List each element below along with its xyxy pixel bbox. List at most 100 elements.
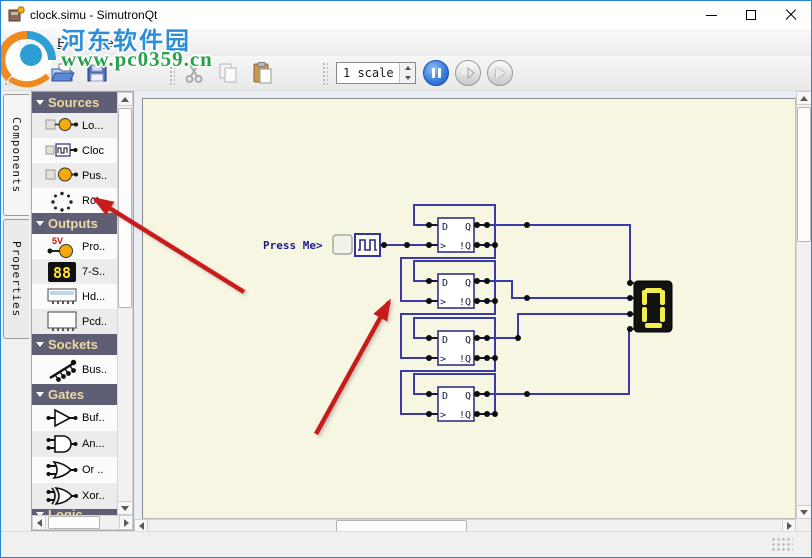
palette-item-xor[interactable]: Xor..	[32, 483, 117, 509]
collapse-triangle-icon	[36, 392, 44, 397]
palette-item-label: Pro..	[82, 240, 106, 253]
probe-icon: 5V	[44, 235, 80, 259]
tab-properties[interactable]: Properties	[3, 219, 29, 339]
scroll-left-button[interactable]	[32, 515, 46, 530]
svg-text:D: D	[442, 278, 448, 289]
svg-text:Q: Q	[465, 278, 471, 289]
scroll-down-button[interactable]	[796, 505, 811, 519]
or-gate-icon	[44, 459, 80, 481]
minimize-button[interactable]	[691, 1, 731, 29]
palette-section-gates[interactable]: Gates	[32, 384, 117, 405]
palette-item-and[interactable]: An...	[32, 431, 117, 457]
save-icon	[87, 64, 107, 82]
d-flipflop[interactable]: D > Q !Q	[426, 386, 498, 422]
palette-item-label: Cloc	[82, 144, 105, 157]
window-title: clock.simu - SimutronQt	[30, 8, 158, 22]
toolbar-drag-handle[interactable]	[168, 61, 175, 85]
toolbar-drag-handle[interactable]	[3, 61, 10, 85]
hd-display-icon	[44, 287, 80, 306]
resize-grip[interactable]	[771, 537, 793, 551]
palette-item-label: Lo...	[82, 119, 104, 132]
canvas-vertical-scrollbar[interactable]	[796, 91, 811, 519]
scale-decrement-button[interactable]	[400, 73, 415, 83]
new-file-button[interactable]	[14, 58, 44, 88]
palette-item-label: Or ..	[82, 464, 104, 476]
cut-button[interactable]	[179, 58, 209, 88]
palette-item-push-button[interactable]: Pus..	[32, 163, 117, 188]
scrollbar-thumb[interactable]	[797, 107, 811, 242]
palette-section-logic[interactable]: Logic	[32, 509, 117, 515]
section-label: Sources	[48, 95, 100, 110]
and-gate-icon	[44, 433, 80, 455]
play-icon	[495, 67, 505, 79]
close-icon	[785, 9, 797, 21]
close-button[interactable]	[771, 1, 811, 29]
scale-spinner[interactable]: 1 scale	[336, 62, 416, 84]
up-arrow-icon	[404, 66, 411, 70]
scroll-up-button[interactable]	[117, 92, 133, 106]
xor-gate-icon	[44, 485, 80, 507]
palette-horizontal-scrollbar[interactable]	[32, 515, 133, 530]
collapse-triangle-icon	[36, 100, 44, 105]
palette-item-hd-display[interactable]: Hd...	[32, 284, 117, 309]
circuit-canvas[interactable]: Press Me> D > Q	[142, 98, 796, 519]
palette-item-pcd-display[interactable]: Pcd..	[32, 309, 117, 334]
palette-item-label: Pus..	[82, 169, 108, 182]
menu-help[interactable]: Help	[98, 35, 123, 50]
collapse-triangle-icon	[36, 342, 44, 347]
scroll-right-button[interactable]	[119, 515, 133, 530]
palette-item-clock[interactable]: Cloc	[32, 138, 117, 163]
palette-vertical-scrollbar[interactable]	[117, 92, 133, 515]
svg-text:>: >	[440, 297, 446, 308]
palette-item-label: Bus..	[82, 363, 108, 376]
d-flipflop[interactable]: D > Q !Q	[426, 217, 498, 253]
open-file-button[interactable]	[48, 58, 78, 88]
palette-item-label: Buf..	[82, 412, 105, 424]
clock-component[interactable]	[354, 233, 381, 257]
section-label: Sockets	[48, 337, 98, 352]
cut-icon	[185, 64, 203, 83]
tab-components[interactable]: Components	[3, 94, 29, 216]
play-button[interactable]	[487, 60, 513, 86]
palette-item-logic-source[interactable]: Lo...	[32, 113, 117, 138]
palette-item-or[interactable]: Or ..	[32, 457, 117, 483]
step-button[interactable]	[455, 60, 481, 86]
palette-item-rotary[interactable]: Rot..	[32, 188, 117, 213]
palette-item-probe[interactable]: 5V Pro..	[32, 234, 117, 259]
scroll-left-button[interactable]	[134, 519, 148, 533]
toolbar: 1 scale	[1, 56, 811, 91]
scroll-down-button[interactable]	[117, 501, 133, 515]
toolbar-drag-handle[interactable]	[321, 61, 328, 85]
palette-item-seven-segment[interactable]: 88 7-S..	[32, 259, 117, 284]
scale-value: 1 scale	[343, 66, 394, 80]
palette-section-sources[interactable]: Sources	[32, 92, 117, 113]
paste-button[interactable]	[247, 58, 277, 88]
push-button-component[interactable]	[332, 234, 353, 255]
save-button[interactable]	[82, 58, 112, 88]
side-tab-strip: Components Properties	[1, 91, 31, 531]
maximize-button[interactable]	[731, 1, 771, 29]
palette-item-label: An...	[82, 438, 105, 450]
down-arrow-icon	[404, 76, 411, 80]
scrollbar-thumb[interactable]	[48, 516, 100, 529]
copy-button[interactable]	[213, 58, 243, 88]
pause-button[interactable]	[423, 60, 449, 86]
menu-edit[interactable]: Edit	[57, 35, 79, 50]
menu-file[interactable]: File	[18, 35, 38, 50]
palette-item-bus[interactable]: Bus..	[32, 355, 117, 384]
scroll-up-button[interactable]	[796, 91, 811, 105]
d-flipflop[interactable]: D > Q !Q	[426, 273, 498, 309]
palette-section-sockets[interactable]: Sockets	[32, 334, 117, 355]
palette-section-outputs[interactable]: Outputs	[32, 213, 117, 234]
palette-item-buffer[interactable]: Buf..	[32, 405, 117, 431]
collapse-triangle-icon	[36, 221, 44, 226]
scale-increment-button[interactable]	[400, 63, 415, 73]
scrollbar-thumb[interactable]	[118, 108, 132, 308]
main-area: Components Properties Sources Lo...	[1, 91, 811, 533]
svg-text:D: D	[442, 222, 448, 233]
svg-text:Q: Q	[465, 391, 471, 402]
seven-segment-display[interactable]	[627, 280, 673, 333]
title-bar[interactable]: clock.simu - SimutronQt	[1, 1, 811, 29]
d-flipflop[interactable]: D > Q !Q	[426, 330, 498, 366]
